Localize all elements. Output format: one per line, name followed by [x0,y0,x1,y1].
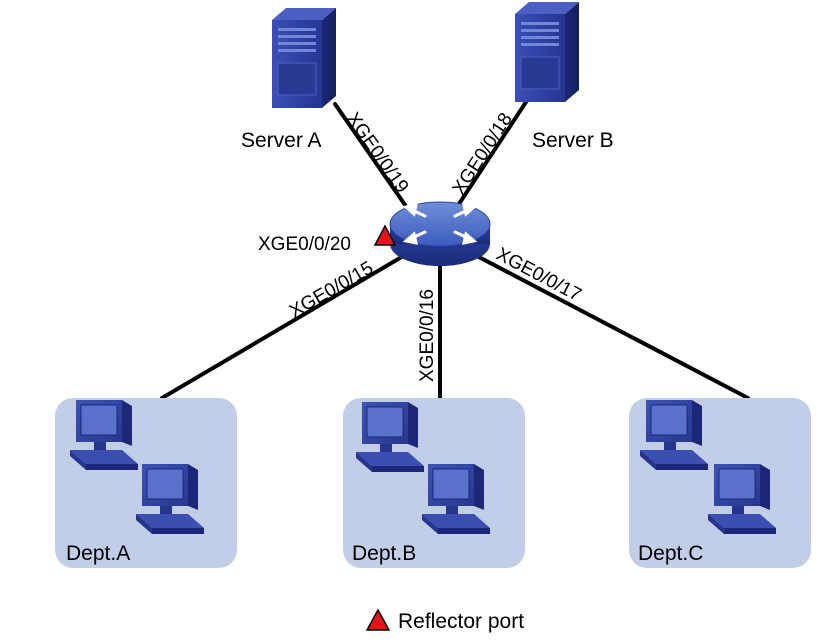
pc-icon [135,463,205,535]
reflector-port-label: XGE0/0/20 [258,234,351,255]
port-label-dept-c: XGE0/0/17 [493,244,585,306]
link-server-a [333,102,414,217]
port-label-server-b: XGE0/0/18 [449,109,517,198]
legend-marker-icon [365,608,391,631]
server-b: Server B [514,1,614,152]
server-icon [271,7,337,109]
links [160,94,750,400]
dept-a-label: Dept.A [66,542,130,565]
link-dept-c [473,253,750,400]
switch-arrows-icon [402,203,478,245]
server-b-label: Server B [532,129,614,152]
pc-icon [69,399,139,471]
dept-c: Dept.C [629,398,811,568]
link-server-b [453,94,532,212]
server-icon [514,1,580,103]
pc-icon [707,463,777,535]
pc-icon [355,401,425,473]
switch [389,201,491,266]
port-label-dept-b: XGE0/0/16 [417,289,438,382]
port-label-server-a: XGE0/0/19 [342,109,413,197]
legend: Reflector port [365,608,524,633]
link-dept-a [160,253,407,400]
server-a: Server A [241,7,337,152]
server-a-label: Server A [241,129,322,152]
dept-a: Dept.A [55,398,237,568]
pc-icon [421,463,491,535]
dept-c-label: Dept.C [638,542,703,565]
legend-label: Reflector port [398,610,524,633]
dept-b-label: Dept.B [352,542,416,565]
reflector-port-marker-icon [373,224,397,246]
port-label-dept-a: XGE0/0/15 [286,258,377,323]
pc-icon [639,399,709,471]
dept-b: Dept.B [343,398,525,568]
